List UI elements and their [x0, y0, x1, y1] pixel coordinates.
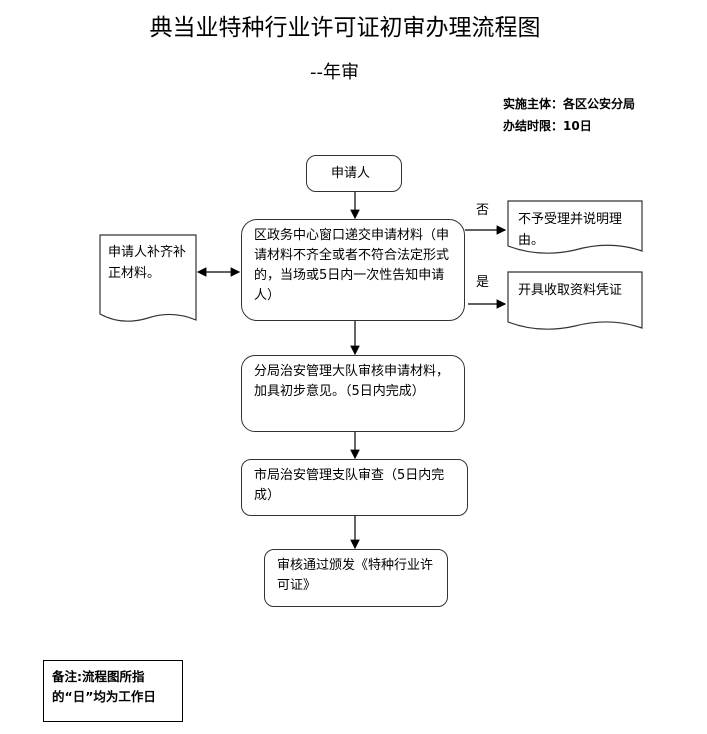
step-branch-review: 分局治安管理大队审核申请材料，加具初步意见。（5日内完成）: [241, 355, 465, 432]
step-issue: 审核通过颁发《特种行业许可证》: [264, 549, 448, 607]
footnote: 备注:流程图所指的“日”均为工作日: [43, 660, 183, 722]
page-subtitle: --年审: [310, 62, 359, 83]
time-limit: 办结时限：10日: [503, 119, 592, 133]
step-applicant: 申请人: [306, 155, 402, 192]
accept-doc-shape: [507, 271, 643, 330]
page-title: 典当业特种行业许可证初审办理流程图: [149, 15, 541, 41]
reject-label: 否: [476, 203, 490, 218]
step-city-review: 市局治安管理支队审查（5日内完成）: [241, 459, 468, 516]
implementer: 实施主体：各区公安分局: [503, 97, 636, 111]
accept-label: 是: [476, 275, 490, 290]
step-reject: 不予受理并说明理由。: [518, 212, 623, 248]
reject-doc-shape: [507, 200, 643, 254]
supplement-doc-shape: [99, 234, 197, 322]
step-supplement: 申请人补齐补正材料。: [108, 245, 187, 281]
step-submit: 区政务中心窗口递交申请材料（申请材料不齐全或者不符合法定形式的，当场或5日内一次…: [241, 219, 465, 321]
step-accept: 开具收取资料凭证: [518, 283, 623, 298]
